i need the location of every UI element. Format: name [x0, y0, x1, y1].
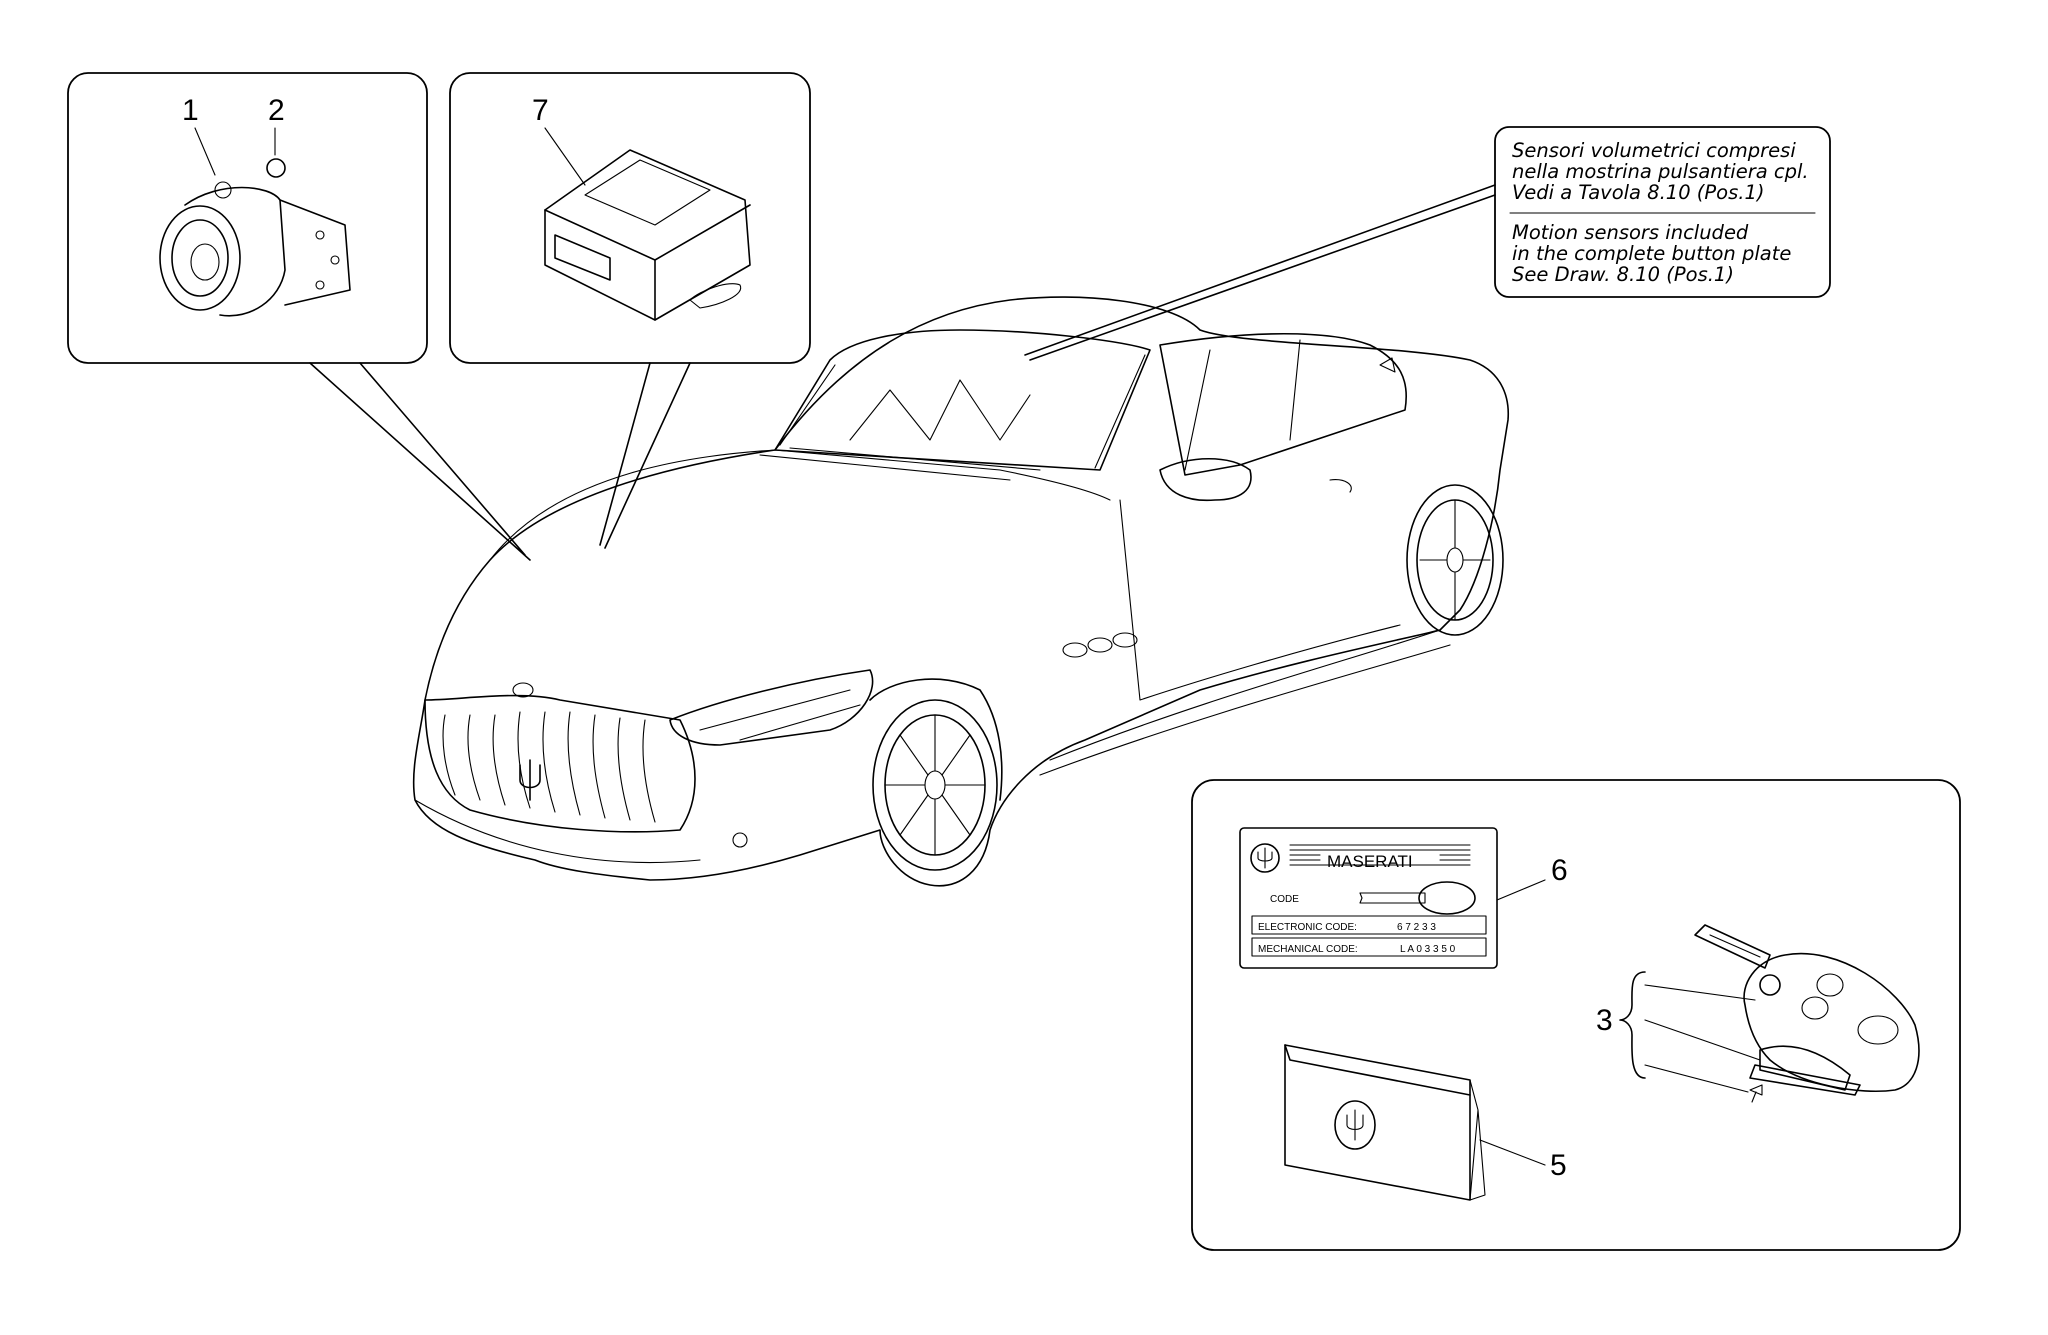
card-code-label: CODE [1270, 894, 1299, 905]
callout-2: 2 [268, 94, 285, 127]
card-mechanical-value: L A 0 3 3 5 0 [1400, 944, 1456, 955]
code-card: MASERATI CODE ELECTRONIC CODE: 6 7 2 3 3… [1239, 827, 1498, 969]
card-electronic-value: 6 7 2 3 3 [1397, 922, 1436, 933]
note-en-line-2: in the complete button plate [1512, 242, 1791, 265]
card-brand: MASERATI [1327, 852, 1413, 871]
callout-5: 5 [1550, 1149, 1567, 1182]
front-wheel [869, 678, 1003, 871]
callout-3: 3 [1596, 1004, 1613, 1037]
bracket-3 [1619, 971, 1646, 1079]
key-blade [1694, 924, 1771, 969]
callout-6: 6 [1551, 854, 1568, 887]
car-illustration [412, 296, 1510, 887]
note-en-line-3: See Draw. 8.10 (Pos.1) [1512, 263, 1734, 286]
control-unit-part [544, 149, 751, 321]
remote-key [1694, 924, 1920, 1103]
headlight [669, 669, 874, 746]
card-logo [1250, 843, 1280, 873]
battery-cover [1749, 1064, 1861, 1096]
note-it-line-3: Vedi a Tavola 8.10 (Pos.1) [1512, 181, 1764, 204]
document-wallet [1284, 1044, 1486, 1201]
callout-7: 7 [532, 94, 549, 127]
callout-1: 1 [182, 94, 199, 127]
card-electronic-label: ELECTRONIC CODE: [1258, 922, 1357, 933]
hood-badge [512, 682, 534, 698]
note-box [1494, 126, 1831, 298]
front-grille [442, 711, 656, 823]
card-key-shape [1359, 892, 1426, 904]
note-en-line-1: Motion sensors included [1512, 221, 1749, 244]
rear-wheel [1406, 484, 1504, 636]
siren-panel [67, 72, 428, 364]
nut-part [266, 158, 286, 178]
card-mechanical-label: MECHANICAL CODE: [1258, 944, 1358, 955]
side-vents [1062, 632, 1138, 658]
siren-part [159, 158, 351, 317]
wallet-logo [1334, 1100, 1376, 1150]
trident-emblem [519, 759, 541, 801]
note-it-line-2: nella mostrina pulsantiera cpl. [1512, 160, 1809, 183]
key-documents-panel [1191, 779, 1961, 1251]
control-unit-panel [449, 72, 811, 364]
note-it-line-1: Sensori volumetrici compresi [1512, 139, 1796, 162]
